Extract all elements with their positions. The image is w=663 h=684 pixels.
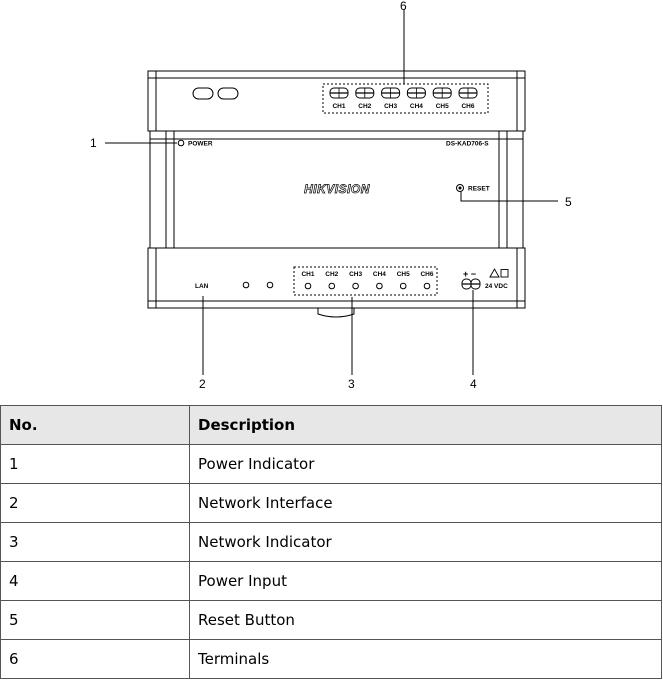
power-label: POWER xyxy=(188,141,213,148)
terminals-box xyxy=(322,83,489,114)
row-no: 3 xyxy=(0,522,190,562)
indicator-label: CH6 xyxy=(420,271,433,278)
power-polarity: + − xyxy=(463,269,476,279)
callout-2: 2 xyxy=(199,377,206,391)
indicator-label: CH2 xyxy=(325,271,338,278)
row-no: 4 xyxy=(0,561,190,601)
indicator-label: CH5 xyxy=(397,271,410,278)
row-no: 6 xyxy=(0,639,190,679)
table-row: 3 Network Indicator xyxy=(0,522,662,562)
row-description: Network Interface xyxy=(189,483,662,523)
header-description: Description xyxy=(189,405,662,445)
indicator-led xyxy=(399,282,407,290)
row-no: 5 xyxy=(0,600,190,640)
table-row: 5 Reset Button xyxy=(0,600,662,640)
indicator-led xyxy=(328,282,336,290)
indicators-box xyxy=(293,266,438,296)
row-description: Reset Button xyxy=(189,600,662,640)
row-description: Power Indicator xyxy=(189,444,662,484)
terminal-label: CH4 xyxy=(410,103,423,110)
table-row: 2 Network Interface xyxy=(0,483,662,523)
terminal-2[interactable]: CH2 xyxy=(355,87,375,110)
callout-5: 5 xyxy=(565,195,572,209)
table-row: 1 Power Indicator xyxy=(0,444,662,484)
row-description: Terminals xyxy=(189,639,662,679)
row-description: Network Indicator xyxy=(189,522,662,562)
terminal-label: CH3 xyxy=(384,103,397,110)
terminal-3[interactable]: CH3 xyxy=(381,87,401,110)
lan-led-2 xyxy=(266,281,274,289)
table-header-row: No. Description xyxy=(0,405,662,445)
indicator-group: CH1 CH2 CH3 CH4 CH5 CH6 xyxy=(301,271,434,290)
power-led xyxy=(177,139,185,147)
description-table: No. Description 1 Power Indicator 2 Netw… xyxy=(0,405,662,679)
top-oval-right xyxy=(217,87,239,100)
callout-6: 6 xyxy=(400,0,407,13)
indicator-led xyxy=(352,282,359,290)
callout-4: 4 xyxy=(470,377,477,391)
row-no: 2 xyxy=(0,483,190,523)
reset-label: RESET xyxy=(468,186,490,193)
reset-button-core xyxy=(458,186,462,190)
indicator-led xyxy=(423,282,431,290)
indicator-label: CH3 xyxy=(349,271,362,278)
callout-1: 1 xyxy=(90,136,97,150)
header-no: No. xyxy=(0,405,190,445)
brand-logo: HIKVISION xyxy=(304,182,370,196)
callout-lines xyxy=(105,10,558,375)
top-oval-left xyxy=(192,87,214,100)
lan-led-1 xyxy=(242,281,250,289)
indicator-led xyxy=(376,282,383,290)
model-label: DS-KAD706-S xyxy=(446,141,489,148)
terminal-group: CH1 CH2 CH3 CH4 CH5 CH6 xyxy=(329,87,478,110)
terminal-6[interactable]: CH6 xyxy=(458,87,478,110)
power-voltage: 24 VDC xyxy=(485,283,508,290)
callout-3: 3 xyxy=(348,377,355,391)
row-description: Power Input xyxy=(189,561,662,601)
table-row: 6 Terminals xyxy=(0,639,662,679)
terminal-label: CH2 xyxy=(358,103,371,110)
terminal-label: CH1 xyxy=(332,103,345,110)
terminal-4[interactable]: CH4 xyxy=(406,87,426,110)
manual-icon xyxy=(500,269,509,278)
warning-icon xyxy=(489,268,500,278)
row-no: 1 xyxy=(0,444,190,484)
terminal-label: CH6 xyxy=(461,103,474,110)
indicator-label: CH4 xyxy=(373,271,386,278)
terminal-label: CH5 xyxy=(436,103,449,110)
lan-label: LAN xyxy=(195,283,209,290)
terminal-1[interactable]: CH1 xyxy=(329,87,349,110)
indicator-led xyxy=(304,282,312,290)
terminal-5[interactable]: CH5 xyxy=(432,87,452,110)
table-row: 4 Power Input xyxy=(0,561,662,601)
indicator-label: CH1 xyxy=(301,271,314,278)
